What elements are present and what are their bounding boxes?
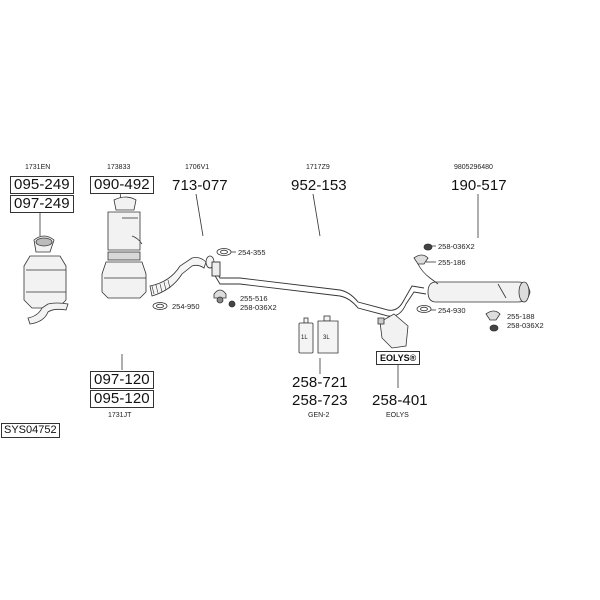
- oem-code-173833: 173833: [107, 164, 131, 171]
- bottle-label-3l: 3L: [323, 335, 330, 341]
- middle-pipe-952-153: [211, 261, 427, 317]
- accessory-258-036x2-rear-top[interactable]: 258-036X2: [438, 242, 475, 251]
- clamp-254-930: [416, 305, 432, 313]
- accessory-254-930[interactable]: 254-930: [438, 306, 466, 315]
- accessory-255-516[interactable]: 255-516: [240, 294, 268, 303]
- oem-code-9805296480: 9805296480: [454, 164, 493, 171]
- part-number-952-153[interactable]: 952-153: [291, 177, 347, 194]
- leader-line-713-077: [195, 193, 204, 237]
- accessory-254-950[interactable]: 254-950: [172, 302, 200, 311]
- accessory-255-186[interactable]: 255-186: [438, 258, 466, 267]
- part-number-190-517[interactable]: 190-517: [451, 177, 507, 194]
- leader-line-952-153: [312, 193, 321, 237]
- oem-code-eolys: EOLYS: [386, 412, 409, 419]
- part-number-095-120[interactable]: 095-120: [90, 390, 154, 408]
- rubber-mount-255-516: [213, 289, 236, 308]
- oem-code-gen-2: GEN-2: [308, 412, 330, 419]
- eolys-badge: EOLYS®: [376, 351, 421, 365]
- bracket-255-186: [413, 254, 429, 265]
- accessory-258-036x2-front[interactable]: 258-036X2: [240, 303, 277, 312]
- part-number-097-120[interactable]: 097-120: [90, 371, 154, 389]
- oem-code-1717z9: 1717Z9: [306, 164, 330, 171]
- accessory-258-036x2-rear-bottom[interactable]: 258-036X2: [507, 321, 544, 330]
- catalyst-dpf-assembly-173833: [101, 196, 147, 299]
- part-number-097-249[interactable]: 097-249: [10, 195, 74, 213]
- rubber-mount-258-036x2-rear-top: [423, 243, 433, 251]
- additive-bottle-1l: [298, 317, 314, 354]
- oem-code-1731jt: 1731JT: [108, 412, 132, 419]
- front-pipe-713-077: [149, 255, 215, 297]
- clamp-254-355: [216, 248, 232, 256]
- rear-silencer-190-517: [417, 263, 531, 303]
- clamp-254-950: [152, 302, 168, 310]
- part-number-258-721[interactable]: 258-721: [292, 374, 348, 391]
- additive-bottle-3l: [317, 315, 339, 354]
- part-number-090-492[interactable]: 090-492: [90, 176, 154, 194]
- accessory-254-355[interactable]: 254-355: [238, 248, 266, 257]
- part-number-258-723[interactable]: 258-723: [292, 392, 348, 409]
- part-number-258-401[interactable]: 258-401: [372, 392, 428, 409]
- eolys-tank-258-401: [377, 313, 409, 349]
- catalytic-converter-1731en: [23, 235, 69, 325]
- oem-code-1706v1: 1706V1: [185, 164, 210, 171]
- part-number-713-077[interactable]: 713-077: [172, 177, 228, 194]
- bottle-label-1l: 1L: [301, 335, 308, 341]
- system-code: SYS04752: [1, 423, 60, 438]
- part-number-095-249[interactable]: 095-249: [10, 176, 74, 194]
- bracket-255-188: [485, 310, 501, 332]
- oem-code-1731en: 1731EN: [25, 164, 51, 171]
- accessory-255-188[interactable]: 255-188: [507, 312, 535, 321]
